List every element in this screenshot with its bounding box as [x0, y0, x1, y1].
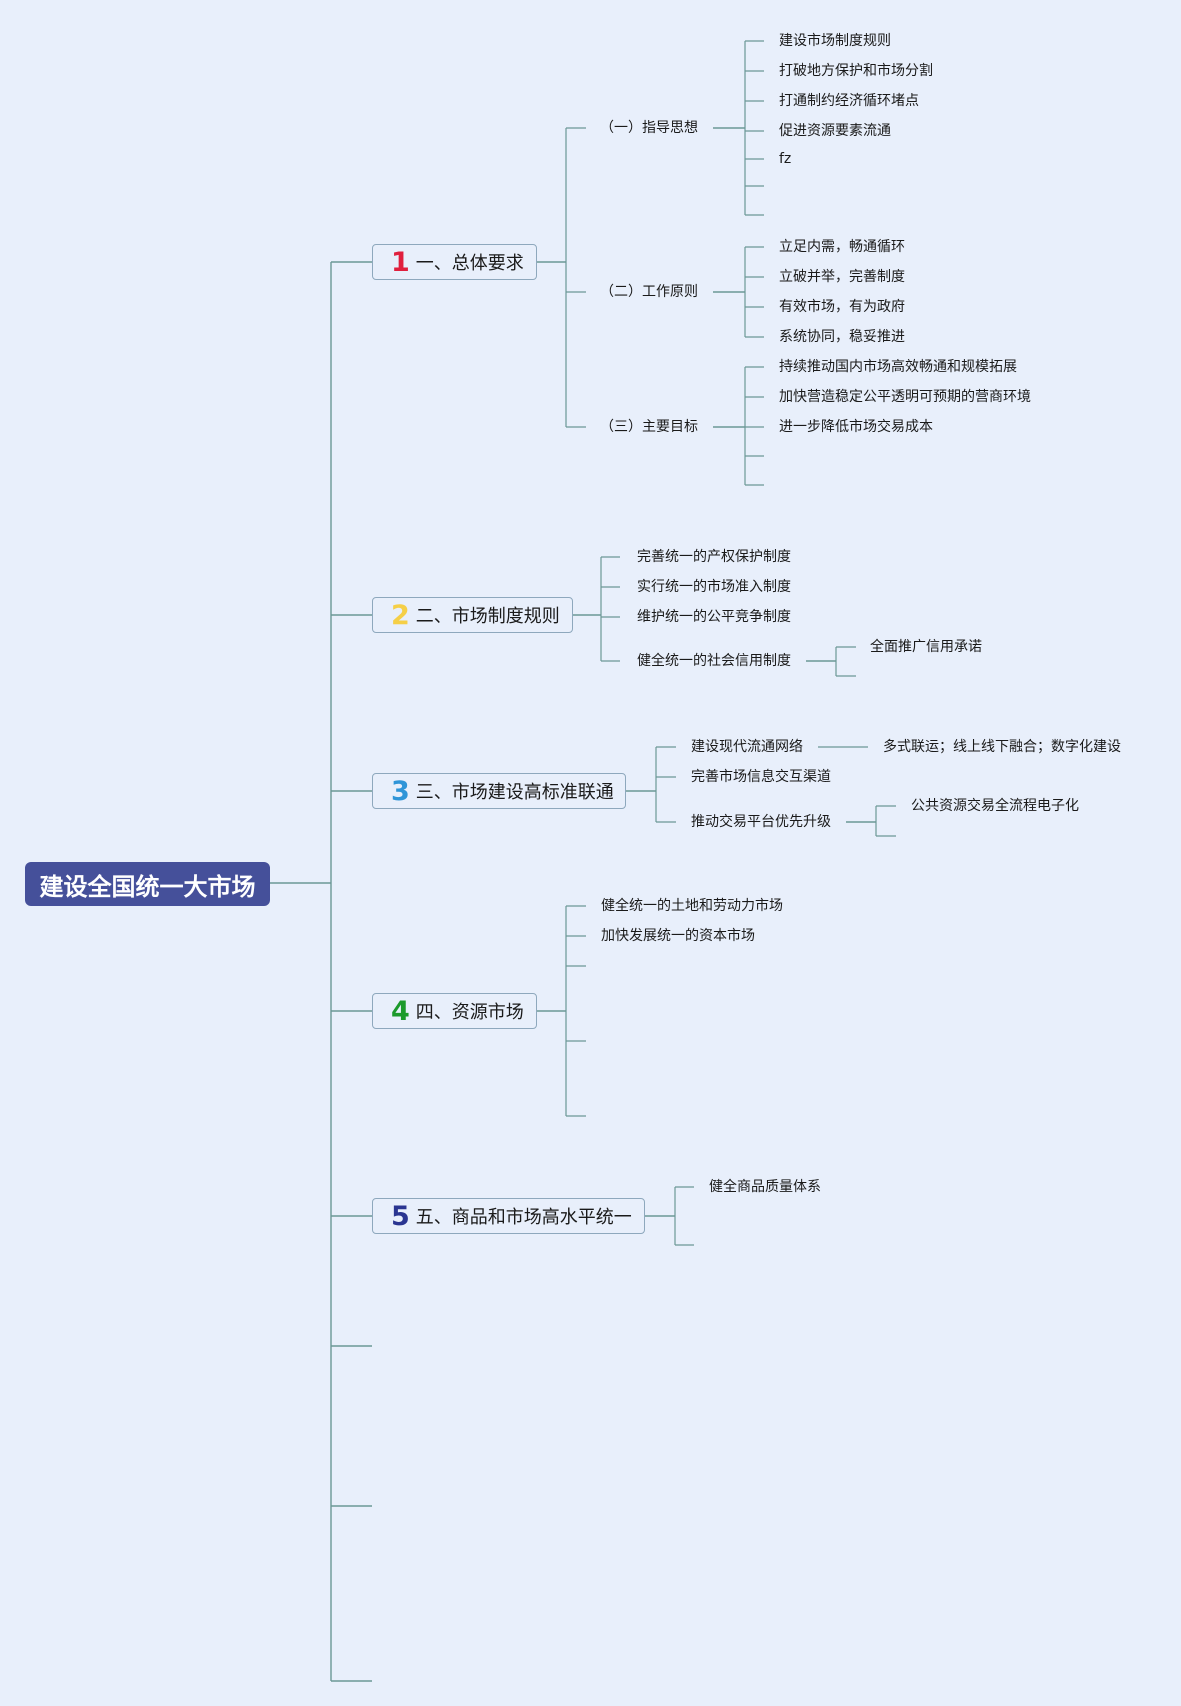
leaf-label[interactable]: fz	[779, 151, 792, 167]
subtopic-label[interactable]: （三）主要目标	[600, 419, 698, 435]
branch-number-icon: 2	[391, 599, 410, 631]
leaf-label[interactable]: 系统协同，稳妥推进	[779, 329, 905, 345]
leaf-label[interactable]: 全面推广信用承诺	[870, 639, 982, 655]
leaf-label[interactable]: 公共资源交易全流程电子化	[911, 798, 1079, 814]
subtopic-label[interactable]: 健全商品质量体系	[709, 1179, 821, 1195]
subtopic-label[interactable]: 完善统一的产权保护制度	[637, 549, 791, 565]
leaf-label[interactable]: 促进资源要素流通	[779, 123, 891, 139]
leaf-label[interactable]: 持续推动国内市场高效畅通和规模拓展	[779, 359, 1017, 375]
branch-label: 二、市场制度规则	[415, 606, 560, 627]
branch-number-icon: 1	[391, 246, 410, 278]
branch-label: 四、资源市场	[415, 1002, 524, 1023]
leaf-label[interactable]: 立足内需，畅通循环	[779, 239, 905, 255]
subtopic-label[interactable]: 实行统一的市场准入制度	[637, 579, 791, 595]
root-node[interactable]: 建设全国统一大市场	[25, 862, 270, 906]
leaf-label[interactable]: 打通制约经济循环堵点	[779, 93, 919, 109]
subtopic-label[interactable]: 完善市场信息交互渠道	[691, 769, 831, 785]
subtopic-label[interactable]: 加快发展统一的资本市场	[601, 928, 755, 944]
leaf-label[interactable]: 加快营造稳定公平透明可预期的营商环境	[779, 389, 1031, 405]
branch-number-icon: 3	[391, 775, 410, 807]
leaf-label[interactable]: 进一步降低市场交易成本	[779, 419, 933, 435]
subtopic-label[interactable]: 建设现代流通网络	[691, 739, 803, 755]
leaf-label[interactable]: 打破地方保护和市场分割	[779, 63, 933, 79]
leaf-label[interactable]: 建设市场制度规则	[779, 33, 891, 49]
subtopic-label[interactable]: 健全统一的社会信用制度	[637, 653, 791, 669]
subtopic-label[interactable]: （二）工作原则	[600, 284, 698, 300]
subtopic-label[interactable]: 维护统一的公平竞争制度	[637, 609, 791, 625]
subtopic-label[interactable]: （一）指导思想	[600, 120, 698, 136]
branch-label: 五、商品和市场高水平统一	[415, 1207, 632, 1228]
leaf-label[interactable]: 多式联运；线上线下融合；数字化建设	[883, 739, 1121, 755]
branch-label: 三、市场建设高标准联通	[415, 782, 614, 803]
subtopic-label[interactable]: 推动交易平台优先升级	[691, 814, 831, 830]
leaf-label[interactable]: 有效市场，有为政府	[779, 299, 905, 315]
subtopic-label[interactable]: 健全统一的土地和劳动力市场	[601, 898, 783, 914]
leaf-label[interactable]: 立破并举，完善制度	[779, 269, 905, 285]
branch-number-icon: 5	[391, 1200, 410, 1232]
branch-number-icon: 4	[391, 995, 410, 1027]
branch-label: 一、总体要求	[415, 253, 524, 274]
